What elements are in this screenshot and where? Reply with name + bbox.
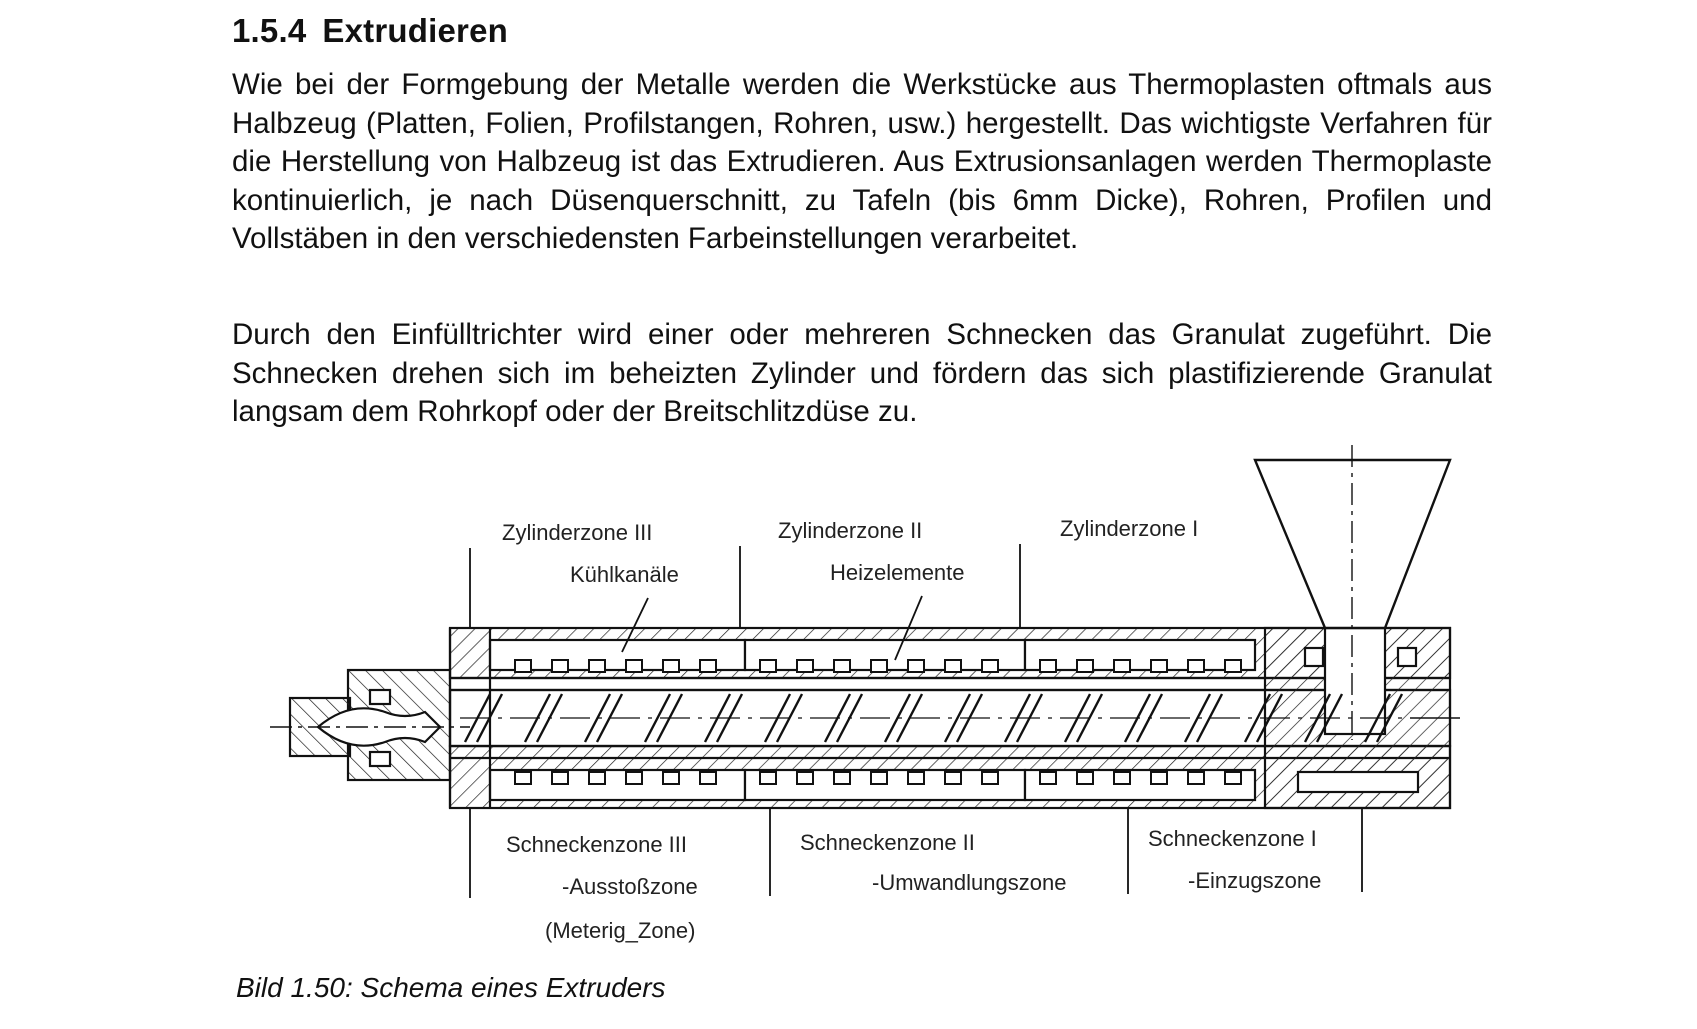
label-heating-elements: Heizelemente xyxy=(830,560,965,585)
paragraph-process: Durch den Einfülltrichter wird einer ode… xyxy=(232,318,1492,428)
heating-elements xyxy=(514,659,1242,785)
label-screw-zone-2: Schneckenzone II xyxy=(800,830,975,855)
label-discharge-zone: -Ausstoßzone xyxy=(562,874,698,899)
section-title: Extrudieren xyxy=(322,12,508,49)
label-feed-zone: -Einzugszone xyxy=(1188,868,1321,893)
label-cooling-channels: Kühlkanäle xyxy=(570,562,679,587)
paragraph-intro: Wie bei der Formgebung der Metalle werde… xyxy=(232,68,1492,255)
figure-caption: Bild 1.50: Schema eines Extruders xyxy=(236,972,666,1003)
hopper xyxy=(270,445,1460,740)
label-cylinder-zone-3: Zylinderzone III xyxy=(502,520,652,545)
section-number: 1.5.4 xyxy=(232,12,307,49)
label-cylinder-zone-1: Zylinderzone I xyxy=(1060,516,1198,541)
label-screw-zone-3: Schneckenzone III xyxy=(506,832,687,857)
screw-flights xyxy=(460,693,1410,743)
label-metering-zone: (Meterig_Zone) xyxy=(545,918,695,943)
section-heading: 1.5.4 Extrudieren xyxy=(232,12,508,50)
label-cylinder-zone-2: Zylinderzone II xyxy=(778,518,922,543)
zone-divider-lines xyxy=(469,544,1363,898)
label-screw-zone-1: Schneckenzone I xyxy=(1148,826,1317,851)
label-transition-zone: -Umwandlungszone xyxy=(872,870,1066,895)
